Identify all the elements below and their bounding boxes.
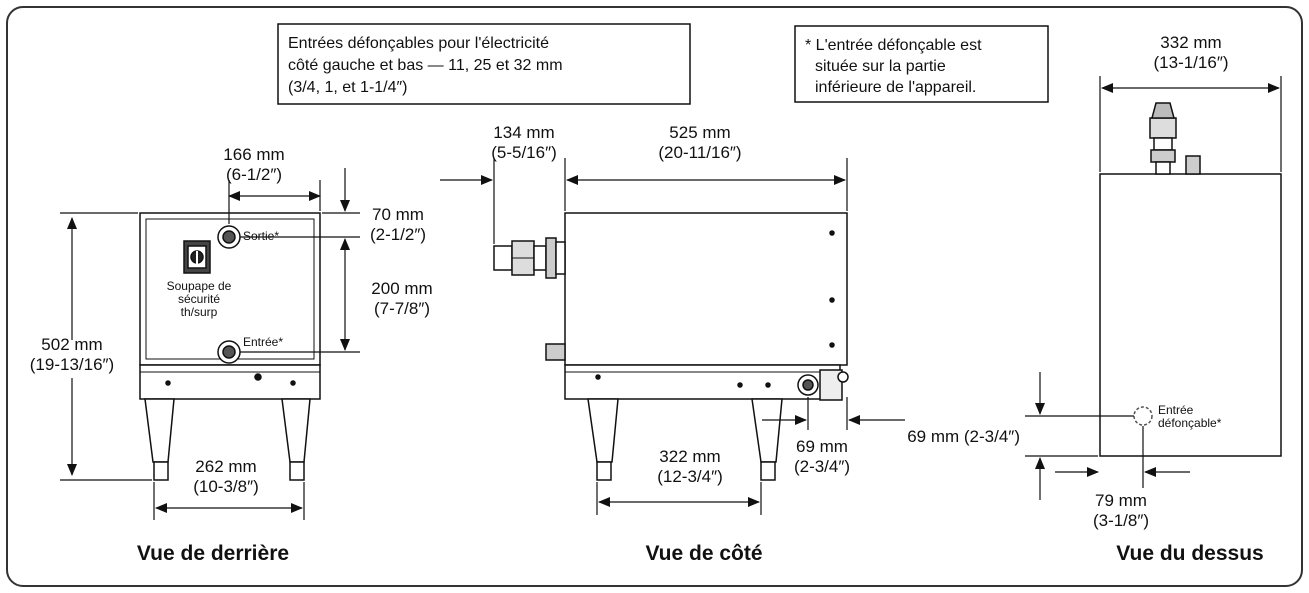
top-knockout-icon — [1133, 406, 1153, 426]
rear-height-mm: 502 mm — [41, 335, 102, 354]
valve-label-1: Soupape de — [167, 279, 232, 293]
note-bottom-line-2: située sur la partie — [815, 58, 946, 75]
side-view-title: Vue de côté — [645, 542, 762, 565]
top-small-fitting-icon — [1185, 155, 1201, 175]
note-knockouts-line-3: (3/4, 1, et 1-1/4″) — [288, 79, 408, 96]
top-knockout-label-1: Entrée — [1158, 403, 1194, 417]
rear-top-offset-in: (6-1/2″) — [226, 165, 282, 184]
side-protrusion-mm: 134 mm — [493, 123, 554, 142]
rear-leg-left — [144, 398, 175, 463]
side-depth-mm: 525 mm — [669, 123, 730, 142]
side-body — [564, 212, 848, 366]
top-view-title: Vue du dessus — [1116, 542, 1263, 565]
top-from-side-in: (3-1/8″) — [1093, 511, 1149, 530]
rear-view — [139, 212, 321, 481]
top-body — [1099, 173, 1282, 457]
side-offset-in: (2-3/4″) — [794, 457, 850, 476]
side-offset-mm: 69 mm — [796, 437, 848, 456]
rear-legs-in: (10-3/8″) — [193, 477, 259, 496]
side-legs-in: (12-3/4″) — [657, 467, 723, 486]
note-knockouts-line-1: Entrées défonçables pour l'électricité — [288, 35, 549, 52]
side-view — [493, 212, 849, 481]
note-bottom-knockout: * L'entrée défonçable est située sur la … — [794, 25, 1049, 103]
rear-leg-right — [281, 398, 311, 463]
inlet-label: Entrée* — [243, 335, 283, 349]
rear-top-offset-mm: 166 mm — [223, 145, 284, 164]
side-leg-right — [751, 398, 783, 463]
rear-legs-mm: 262 mm — [195, 457, 256, 476]
side-protrusion-in: (5-5/16″) — [491, 143, 557, 162]
rear-outlet-drop-mm: 70 mm — [372, 205, 424, 224]
side-legs-mm: 322 mm — [659, 447, 720, 466]
side-valve-pipe-icon — [493, 237, 566, 279]
side-depth-in: (20-11/16″) — [658, 143, 741, 162]
rear-view-title: Vue de derrière — [137, 542, 289, 565]
rear-between-mm: 200 mm — [371, 279, 432, 298]
note-bottom-line-3: inférieure de l'appareil. — [815, 79, 976, 96]
note-knockouts: Entrées défonçables pour l'électricité c… — [277, 23, 691, 105]
valve-label-3: th/surp — [181, 305, 218, 319]
valve-label-2: sécurité — [178, 292, 220, 306]
rear-view-dimension-lines — [60, 168, 360, 520]
top-from-side-mm: 79 mm — [1095, 491, 1147, 510]
rear-height-in: (19-13/16″) — [30, 355, 114, 374]
outlet-label: Sortie* — [243, 229, 279, 243]
outer-frame — [6, 6, 1303, 587]
top-valve-icon — [1149, 102, 1177, 175]
top-width-mm: 332 mm — [1160, 33, 1221, 52]
side-view-dimension-lines — [440, 158, 905, 515]
top-from-bottom: 69 mm (2-3/4″) — [907, 427, 1020, 446]
top-view — [1099, 102, 1282, 457]
top-knockout-label-2: défonçable* — [1158, 416, 1222, 430]
note-knockouts-line-2: côté gauche et bas — 11, 25 et 32 mm — [288, 57, 563, 74]
side-lower-fitting-icon — [545, 343, 566, 361]
rear-between-in: (7-7/8″) — [374, 299, 430, 318]
rear-outlet-drop-in: (2-1/2″) — [370, 225, 426, 244]
top-width-in: (13-1/16″) — [1154, 53, 1229, 72]
top-view-dimension-lines — [1025, 76, 1282, 500]
side-leg-left — [587, 398, 619, 463]
note-bottom-line-1: * L'entrée défonçable est — [805, 37, 982, 54]
side-base — [564, 364, 841, 400]
